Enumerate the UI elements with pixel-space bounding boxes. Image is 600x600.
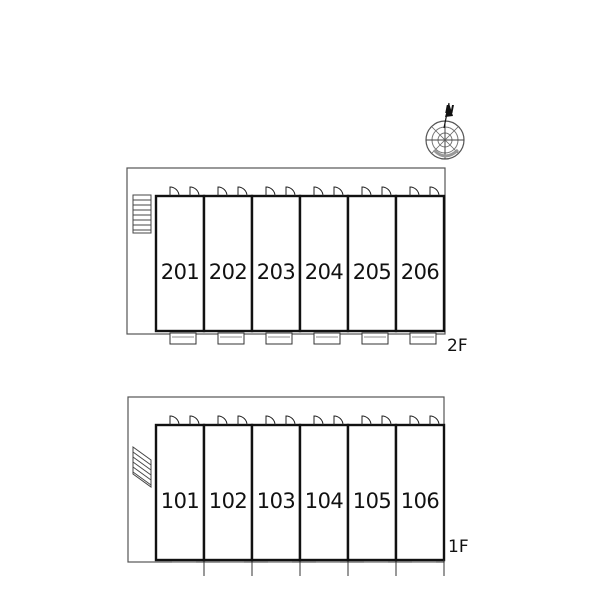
floor-1f: 101 102 103 104 105 106 1F bbox=[127, 396, 469, 576]
floor-label-2f: 2F bbox=[447, 336, 468, 356]
door-icon bbox=[217, 415, 248, 426]
unit-103[interactable]: 103 bbox=[250, 415, 302, 576]
unit-label-202: 202 bbox=[209, 260, 248, 284]
balcony bbox=[361, 332, 389, 345]
unit-label-203: 203 bbox=[257, 260, 296, 284]
unit-206[interactable]: 206 bbox=[394, 186, 446, 345]
door-icon bbox=[313, 186, 344, 197]
staircase-icon bbox=[132, 194, 152, 234]
balcony bbox=[217, 332, 245, 345]
unit-label-103: 103 bbox=[257, 489, 296, 513]
unit-label-201: 201 bbox=[161, 260, 200, 284]
door-icon bbox=[313, 415, 344, 426]
unit-201[interactable]: 201 bbox=[154, 186, 206, 345]
staircase-icon bbox=[132, 446, 152, 488]
door-icon bbox=[361, 186, 392, 197]
unit-label-206: 206 bbox=[401, 260, 440, 284]
floor-2f: 201 202 203 204 205 206 2F bbox=[126, 167, 468, 356]
door-icon bbox=[265, 415, 296, 426]
unit-106[interactable]: 106 bbox=[394, 415, 446, 576]
door-icon bbox=[409, 415, 440, 426]
balcony bbox=[313, 332, 341, 345]
door-icon bbox=[265, 186, 296, 197]
unit-label-101: 101 bbox=[161, 489, 200, 513]
balcony bbox=[169, 332, 197, 345]
door-icon bbox=[169, 415, 200, 426]
door-icon bbox=[217, 186, 248, 197]
door-icon bbox=[361, 415, 392, 426]
unit-101[interactable]: 101 bbox=[154, 415, 206, 576]
balcony bbox=[265, 332, 293, 345]
unit-104[interactable]: 104 bbox=[298, 415, 350, 576]
unit-label-104: 104 bbox=[305, 489, 344, 513]
unit-label-204: 204 bbox=[305, 260, 344, 284]
unit-label-105: 105 bbox=[353, 489, 392, 513]
unit-label-102: 102 bbox=[209, 489, 248, 513]
compass-icon: N bbox=[425, 102, 465, 160]
door-icon bbox=[409, 186, 440, 197]
balcony bbox=[409, 332, 437, 345]
unit-label-106: 106 bbox=[401, 489, 440, 513]
unit-204[interactable]: 204 bbox=[298, 186, 350, 345]
unit-202[interactable]: 202 bbox=[202, 186, 254, 345]
unit-105[interactable]: 105 bbox=[346, 415, 398, 576]
unit-203[interactable]: 203 bbox=[250, 186, 302, 345]
unit-label-205: 205 bbox=[353, 260, 392, 284]
unit-205[interactable]: 205 bbox=[346, 186, 398, 345]
compass-north-label: N bbox=[445, 103, 454, 116]
unit-102[interactable]: 102 bbox=[202, 415, 254, 576]
door-icon bbox=[169, 186, 200, 197]
floor-label-1f: 1F bbox=[448, 537, 469, 557]
